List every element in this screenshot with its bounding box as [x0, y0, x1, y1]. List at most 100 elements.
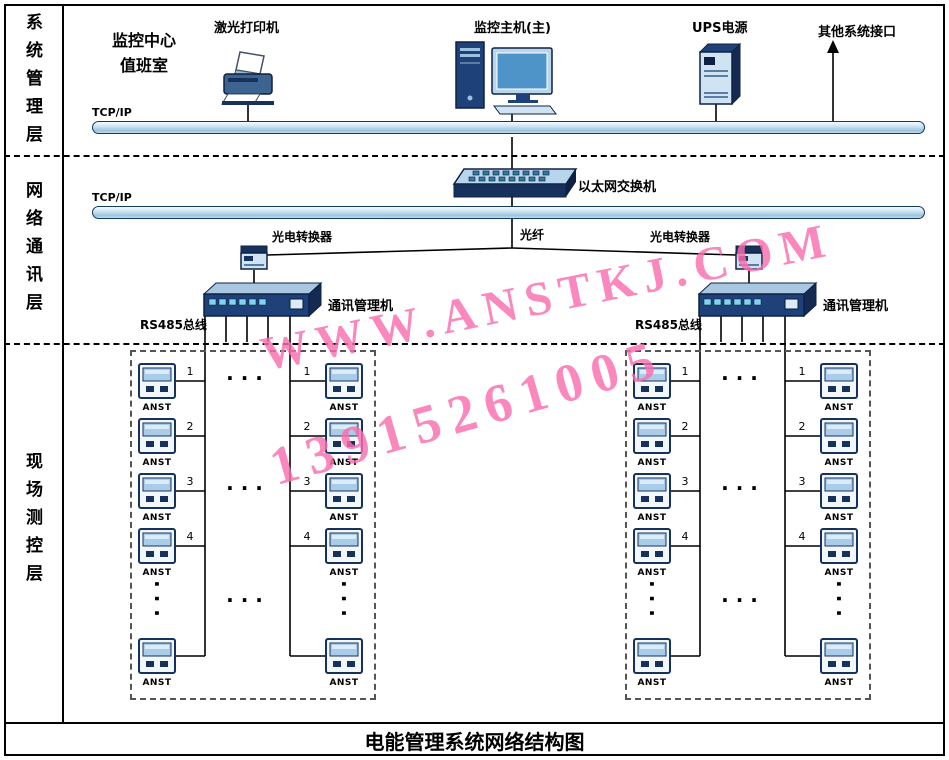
meter-icon — [138, 473, 176, 509]
meter-channel-number: 1 — [681, 365, 689, 378]
meter-device: ANST — [633, 363, 671, 413]
meter-name-label: ANST — [142, 458, 172, 468]
meter-icon — [820, 528, 858, 564]
meter-device: ANST — [633, 418, 671, 468]
meter-name-label: ANST — [637, 403, 667, 413]
converter-right-label: 光电转换器 — [650, 230, 711, 244]
meter-channel-number: 2 — [303, 420, 311, 433]
meter-name-label: ANST — [142, 513, 172, 523]
meter-channel-number: 3 — [681, 475, 689, 488]
meter-icon — [138, 363, 176, 399]
meter-icon — [138, 418, 176, 454]
horizontal-ellipsis: ··· — [226, 476, 270, 500]
title-divider — [4, 722, 945, 724]
layer-label-field: 现场测控层 — [22, 452, 42, 592]
meter-channel-number: 3 — [186, 475, 194, 488]
layer-divider-top — [4, 155, 945, 157]
meter-icon — [325, 528, 363, 564]
meter-channel-number: 1 — [303, 365, 311, 378]
vertical-ellipsis: ··· — [332, 580, 356, 624]
meter-channel-number: 4 — [186, 530, 194, 543]
meter-name-label: ANST — [142, 568, 172, 578]
printer-icon — [220, 50, 278, 110]
meter-name-label: ANST — [142, 403, 172, 413]
horizontal-ellipsis: ··· — [721, 366, 765, 390]
meter-device: ANST — [138, 363, 176, 413]
monitor-host-icon — [448, 38, 560, 120]
horizontal-ellipsis: ··· — [721, 588, 765, 612]
meter-device: ANST — [325, 528, 363, 578]
meter-device: ANST — [325, 473, 363, 523]
meter-channel-number: 2 — [798, 420, 806, 433]
rs485-bus-label: RS485总线 — [635, 318, 702, 332]
meter-channel-number: 2 — [681, 420, 689, 433]
meter-icon — [325, 638, 363, 674]
ups-label: UPS电源 — [692, 21, 748, 36]
meter-name-label: ANST — [824, 403, 854, 413]
meter-device: ANST — [325, 418, 363, 468]
meter-device: ANST — [820, 473, 858, 523]
meter-icon — [138, 638, 176, 674]
meter-device: ANST — [633, 638, 671, 688]
comm-manager-right-icon — [689, 280, 821, 324]
meter-icon — [633, 638, 671, 674]
tcpip-bus-1 — [92, 121, 925, 134]
tcpip-bus1-label: TCP/IP — [92, 106, 132, 119]
comm-manager-right-label: 通讯管理机 — [823, 299, 889, 314]
meter-device: ANST — [820, 528, 858, 578]
fiber-label: 光纤 — [520, 228, 545, 242]
meter-device: ANST — [820, 638, 858, 688]
horizontal-ellipsis: ··· — [226, 366, 270, 390]
room-label: 监控中心 值班室 — [94, 28, 194, 78]
meter-device: ANST — [138, 528, 176, 578]
other-system-arrow-icon — [827, 40, 839, 53]
meter-device: ANST — [325, 638, 363, 688]
meter-icon — [633, 363, 671, 399]
meter-icon — [820, 473, 858, 509]
meter-icon — [633, 473, 671, 509]
layer-label-system: 系统管理层 — [22, 13, 42, 153]
horizontal-ellipsis: ··· — [721, 476, 765, 500]
rs485-bus-label: RS485总线 — [140, 318, 207, 332]
optical-converter-right-icon — [734, 243, 764, 275]
meter-name-label: ANST — [329, 458, 359, 468]
meter-name-label: ANST — [637, 568, 667, 578]
meter-name-label: ANST — [329, 513, 359, 523]
horizontal-ellipsis: ··· — [226, 588, 270, 612]
meter-icon — [325, 418, 363, 454]
other-interface-label: 其他系统接口 — [818, 25, 897, 40]
ups-icon — [696, 42, 744, 112]
comm-manager-left-label: 通讯管理机 — [328, 299, 394, 314]
tcpip-bus2-label: TCP/IP — [92, 191, 132, 204]
meter-device: ANST — [633, 528, 671, 578]
layer-label-network: 网络通讯层 — [22, 181, 42, 321]
meter-icon — [820, 363, 858, 399]
switch-label: 以太网交换机 — [578, 180, 657, 195]
optical-converter-left-icon — [239, 243, 269, 275]
meter-name-label: ANST — [637, 513, 667, 523]
tcpip-bus-2 — [92, 206, 925, 219]
page-title: 电能管理系统网络结构图 — [364, 730, 585, 754]
layer-strip-divider — [62, 4, 64, 722]
comm-manager-left-icon — [194, 280, 326, 324]
layer-divider-bottom — [4, 343, 945, 345]
meter-icon — [820, 638, 858, 674]
meter-name-label: ANST — [142, 678, 172, 688]
meter-channel-number: 1 — [186, 365, 194, 378]
meter-device: ANST — [633, 473, 671, 523]
meter-channel-number: 3 — [798, 475, 806, 488]
meter-device: ANST — [820, 418, 858, 468]
meter-name-label: ANST — [824, 458, 854, 468]
meter-name-label: ANST — [637, 458, 667, 468]
meter-name-label: ANST — [637, 678, 667, 688]
meter-icon — [820, 418, 858, 454]
meter-icon — [325, 363, 363, 399]
vertical-ellipsis: ··· — [827, 580, 851, 624]
meter-device: ANST — [138, 638, 176, 688]
printer-label: 激光打印机 — [214, 21, 280, 36]
room-label-line2: 值班室 — [119, 56, 168, 75]
meter-channel-number: 1 — [798, 365, 806, 378]
meter-channel-number: 4 — [681, 530, 689, 543]
